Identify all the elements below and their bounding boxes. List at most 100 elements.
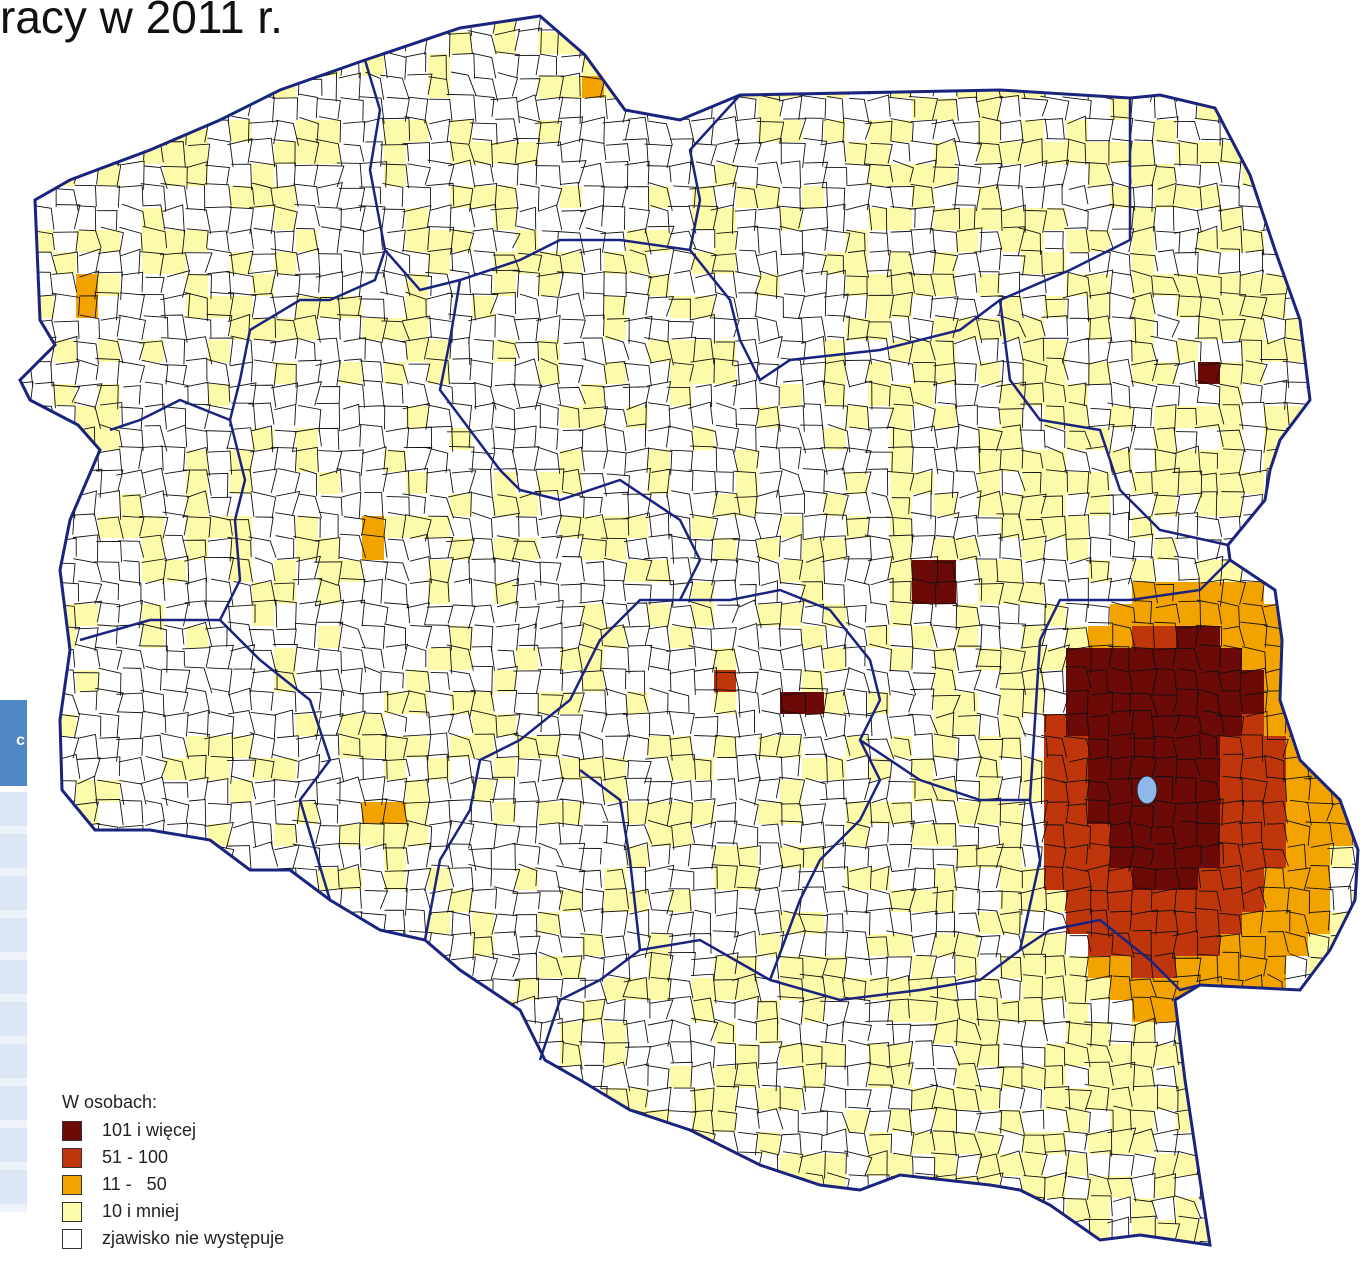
gmina-border <box>826 1219 851 1245</box>
gmina-border <box>118 51 142 73</box>
gmina-cell <box>1242 736 1264 758</box>
gmina-border <box>1310 738 1329 758</box>
gmina-cell <box>1176 824 1198 846</box>
gmina-border <box>777 733 802 755</box>
gmina-cell <box>1044 978 1066 1000</box>
gmina-border <box>99 973 123 1004</box>
gmina-cell <box>1242 230 1264 252</box>
gmina-border <box>73 513 101 542</box>
gmina-border <box>805 777 828 801</box>
gmina-border <box>713 979 739 1000</box>
gmina-border <box>1090 29 1114 51</box>
gmina-border <box>760 95 784 117</box>
gmina-border <box>363 995 384 1022</box>
gmina-border <box>583 824 609 844</box>
gmina-border <box>299 338 316 361</box>
gmina-cell <box>1022 230 1044 252</box>
gmina-border <box>1043 1086 1071 1110</box>
gmina-border <box>932 166 959 184</box>
gmina-border <box>887 1220 917 1241</box>
gmina-border <box>715 424 739 453</box>
gmina-cell <box>208 758 230 780</box>
gmina-border <box>1150 930 1179 959</box>
gmina-border <box>669 581 694 603</box>
gmina-border <box>116 692 145 713</box>
gmina-border <box>1021 97 1049 117</box>
gmina-border <box>996 846 1026 867</box>
gmina-border <box>189 799 207 826</box>
gmina-border <box>931 1152 960 1176</box>
gmina-border <box>627 228 652 255</box>
gmina-border <box>184 555 208 582</box>
gmina-border <box>403 52 427 73</box>
gmina-cell <box>1198 362 1220 384</box>
gmina-border <box>1062 627 1090 648</box>
gmina-border <box>472 579 499 604</box>
gmina-border <box>909 336 936 361</box>
gmina-cell <box>1264 824 1286 846</box>
gmina-border <box>1266 1046 1290 1069</box>
gmina-border <box>1069 844 1089 865</box>
gmina-cell <box>780 560 802 582</box>
gmina-cell <box>956 1132 978 1154</box>
gmina-border <box>364 890 388 909</box>
gmina-border <box>585 888 605 914</box>
gmina-border <box>717 138 740 163</box>
gmina-cell <box>1198 868 1220 890</box>
gmina-cell <box>252 978 274 1000</box>
gmina-border <box>1107 340 1133 362</box>
gmina-cell <box>1132 868 1154 890</box>
gmina-border <box>826 314 850 341</box>
gmina-border <box>910 758 938 777</box>
gmina-border <box>783 910 806 931</box>
gmina-cell <box>1132 560 1154 582</box>
gmina-border <box>402 336 430 360</box>
gmina-cell <box>1088 318 1110 340</box>
gmina-border <box>583 908 604 934</box>
gmina-cell <box>604 32 626 54</box>
gmina-border <box>253 338 277 362</box>
gmina-border <box>1045 1065 1064 1085</box>
gmina-cell <box>1000 208 1022 230</box>
gmina-cell <box>494 252 516 274</box>
gmina-border <box>780 864 801 890</box>
gmina-border <box>274 844 300 872</box>
gmina-cell <box>714 846 736 868</box>
gmina-border <box>186 1067 208 1085</box>
gmina-border <box>606 998 626 1024</box>
gmina-border <box>143 930 163 960</box>
gmina-border <box>886 930 916 953</box>
gmina-border <box>79 909 101 935</box>
gmina-border <box>691 1018 719 1042</box>
gmina-border <box>211 688 235 714</box>
gmina-border <box>1001 866 1023 889</box>
gmina-border <box>1150 694 1179 714</box>
gmina-cell <box>890 450 912 472</box>
gmina-border <box>275 206 298 232</box>
gmina-border <box>976 95 1003 121</box>
gmina-border <box>1045 975 1067 1002</box>
gmina-border <box>20 560 34 579</box>
gmina-border <box>1194 117 1221 146</box>
gmina-border <box>96 185 120 208</box>
gmina-border <box>29 691 58 718</box>
gmina-cell <box>670 824 692 846</box>
gmina-border <box>799 913 829 931</box>
gmina-border <box>649 1042 674 1063</box>
gmina-cell <box>450 978 472 1000</box>
gmina-cell <box>494 472 516 494</box>
gmina-border <box>602 1199 630 1223</box>
gmina-border <box>1245 710 1269 740</box>
gmina-border <box>204 732 234 761</box>
gmina-border <box>1174 251 1199 275</box>
gmina-cell <box>890 736 912 758</box>
gmina-border <box>122 667 145 693</box>
gmina-border <box>690 54 716 80</box>
gmina-border <box>1238 800 1266 827</box>
gmina-border <box>1216 53 1247 78</box>
gmina-border <box>713 16 738 33</box>
gmina-border <box>845 203 873 231</box>
gmina-border <box>580 731 604 757</box>
gmina-border <box>1200 161 1223 183</box>
gmina-border <box>671 49 697 78</box>
